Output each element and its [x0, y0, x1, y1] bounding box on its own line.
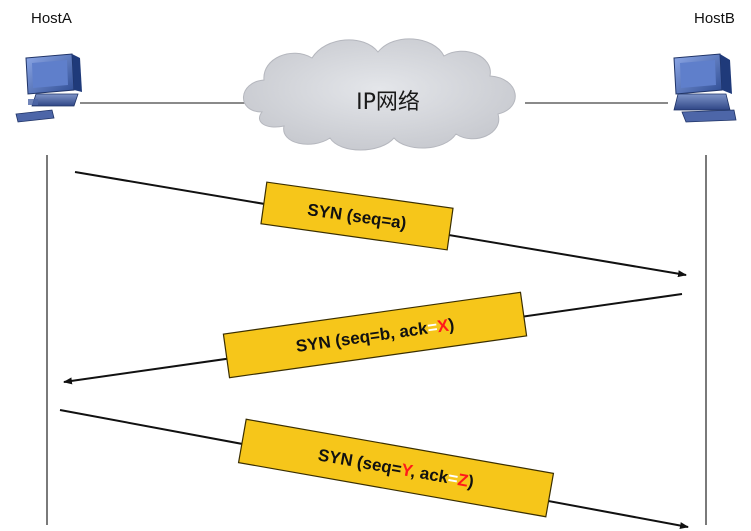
host-a-name: HostA — [31, 10, 72, 27]
ip-network-label: IP网络 — [356, 90, 420, 115]
host-b-name: HostB — [694, 10, 735, 27]
syn-label-3-part: ) — [466, 472, 475, 492]
host-a-computer-icon — [15, 53, 82, 123]
ip-network-cloud: IP网络 — [243, 38, 516, 151]
syn-label-3-part: = — [446, 468, 459, 488]
syn-label-3-part: Z — [456, 470, 470, 491]
syn-label-2-part: ) — [447, 315, 455, 335]
syn-label-2-part: = — [426, 317, 439, 337]
syn-label-3: SYN (seq=Y, ack=Z) — [237, 418, 555, 518]
syn-label-2-part: X — [436, 316, 451, 336]
host-b-computer-icon — [673, 53, 737, 123]
syn-label-1: SYN (seq=a) — [260, 181, 454, 251]
syn-label-2: SYN (seq=b, ack=X) — [222, 291, 528, 379]
